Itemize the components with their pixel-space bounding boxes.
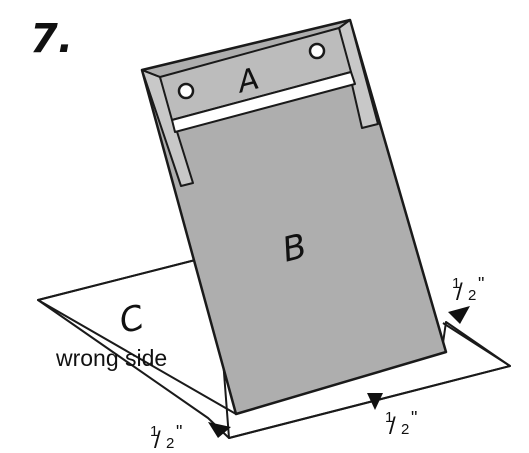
svg-text:2: 2 <box>468 287 476 304</box>
svg-text:2: 2 <box>166 435 174 452</box>
dimension-label-bottom: 1 / 2 " <box>385 408 417 440</box>
grommet-hole-left <box>177 82 195 100</box>
dimension-label-right: 1 / 2 " <box>452 274 484 306</box>
grommet-hole-right <box>308 42 326 60</box>
svg-text:": " <box>411 408 417 428</box>
dimension-label-left: 1 / 2 " <box>150 422 182 453</box>
step-number: 7. <box>30 16 73 62</box>
svg-text:": " <box>478 274 484 294</box>
svg-text:": " <box>176 422 182 442</box>
dimension-arrow-right <box>448 306 470 324</box>
dimension-arrow-left <box>208 422 231 438</box>
white-strip <box>171 71 356 133</box>
svg-text:/: / <box>389 413 396 440</box>
svg-text:1: 1 <box>150 423 158 440</box>
svg-text:/: / <box>154 427 161 453</box>
svg-text:1: 1 <box>452 275 460 292</box>
dimension-arrow-bottom <box>367 393 383 410</box>
svg-text:1: 1 <box>385 409 393 426</box>
svg-text:/: / <box>456 279 463 306</box>
svg-text:2: 2 <box>401 421 409 438</box>
label-wrong-side: wrong side <box>55 345 167 371</box>
